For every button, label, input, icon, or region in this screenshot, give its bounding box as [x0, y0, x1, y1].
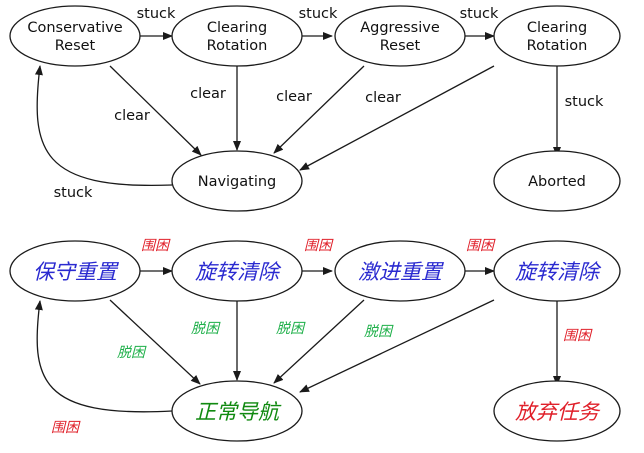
node-navigating: Navigating — [171, 150, 303, 212]
node-clearing-rotation-2-line1: Clearing — [527, 20, 587, 36]
zh-node-aborted-label: 放弃任务 — [515, 400, 601, 424]
node-clearing-rotation-1-line2: Rotation — [207, 38, 268, 54]
zh-edge-aggressive-to-navigating — [273, 299, 365, 384]
edge-conservative-to-navigating-clear — [109, 65, 202, 156]
node-aggressive-reset: Aggressive Reset — [334, 5, 466, 67]
node-aborted-label: Aborted — [528, 174, 586, 190]
node-clearing-rotation-1-line1: Clearing — [207, 20, 267, 36]
zh-edge-clearing2-to-navigating — [299, 299, 495, 393]
node-conservative-reset-line1: Conservative — [27, 20, 122, 36]
zh-node-clearing-rotation-2-label: 旋转清除 — [515, 260, 602, 284]
english-diagram: Conservative Reset Clearing Rotation Agg… — [9, 5, 621, 212]
edge-aggressive-to-navigating-clear — [273, 65, 365, 154]
zh-node-aborted: 放弃任务 — [493, 380, 621, 442]
node-conservative-reset-line2: Reset — [55, 38, 96, 54]
label-stuck-1: stuck — [137, 6, 176, 22]
zh-node-clearing-rotation-2: 旋转清除 — [493, 240, 621, 302]
zh-label-clear-1: 脱困 — [117, 345, 147, 361]
label-stuck-2: stuck — [299, 6, 338, 22]
label-stuck-3: stuck — [460, 6, 499, 22]
zh-label-clear-3: 脱困 — [276, 321, 306, 337]
node-aggressive-reset-line1: Aggressive — [360, 20, 440, 36]
node-clearing-rotation-2: Clearing Rotation — [493, 5, 621, 67]
node-aborted: Aborted — [493, 150, 621, 212]
zh-node-aggressive-reset-label: 激进重置 — [358, 260, 445, 284]
node-clearing-rotation-2-line2: Rotation — [527, 38, 588, 54]
zh-label-stuck-2: 围困 — [304, 238, 334, 254]
label-stuck-5: stuck — [54, 185, 93, 201]
node-navigating-label: Navigating — [198, 174, 277, 190]
zh-node-clearing-rotation-1-label: 旋转清除 — [195, 260, 282, 284]
edge-clearing2-to-navigating-clear — [299, 65, 495, 171]
label-clear-1: clear — [114, 108, 150, 124]
label-clear-3: clear — [276, 89, 312, 105]
zh-node-clearing-rotation-1: 旋转清除 — [171, 240, 303, 302]
zh-edge-conservative-to-navigating — [109, 299, 201, 385]
node-aggressive-reset-line2: Reset — [380, 38, 421, 54]
zh-label-stuck-3: 围困 — [466, 238, 496, 254]
zh-edge-navigating-to-conservative — [34, 300, 173, 413]
zh-label-stuck-1: 围困 — [141, 238, 171, 254]
zh-node-navigating-label: 正常导航 — [195, 400, 282, 424]
zh-node-conservative-reset: 保守重置 — [9, 240, 141, 302]
zh-label-stuck-4: 围困 — [563, 328, 593, 344]
zh-node-conservative-reset-label: 保守重置 — [33, 260, 120, 284]
label-stuck-4: stuck — [565, 94, 604, 110]
zh-label-clear-2: 脱困 — [191, 321, 221, 337]
node-conservative-reset: Conservative Reset — [9, 5, 141, 67]
node-clearing-rotation-1: Clearing Rotation — [171, 5, 303, 67]
zh-node-aggressive-reset: 激进重置 — [334, 240, 466, 302]
label-clear-2: clear — [190, 86, 226, 102]
label-clear-4: clear — [365, 90, 401, 106]
zh-label-stuck-5: 围困 — [51, 420, 81, 436]
edge-navigating-to-conservative-stuck — [34, 65, 173, 187]
zh-node-navigating: 正常导航 — [171, 380, 303, 442]
zh-label-clear-4: 脱困 — [364, 324, 394, 340]
chinese-diagram: 保守重置 旋转清除 激进重置 旋转清除 正常导航 放弃任务 围困 围困 围困 围… — [9, 238, 621, 442]
